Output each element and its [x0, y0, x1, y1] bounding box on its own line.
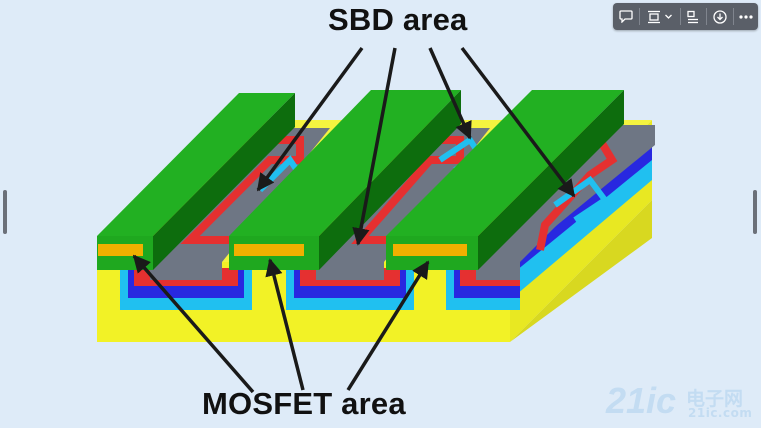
toolbar-separator — [733, 8, 735, 25]
image-toolbar — [613, 3, 758, 30]
more-button[interactable] — [734, 3, 758, 30]
site-watermark: 21ic 电子网 21ic.com — [606, 380, 756, 424]
toolbar-separator — [706, 8, 708, 25]
mosfet-arrows — [132, 254, 430, 394]
trench-front-2 — [286, 262, 414, 310]
layout-button[interactable] — [681, 3, 707, 30]
chevron-down-icon — [664, 14, 672, 19]
comment-button[interactable] — [613, 3, 639, 30]
left-resize-handle[interactable] — [3, 190, 7, 234]
sbd-arrows — [256, 46, 576, 246]
more-icon — [739, 14, 753, 19]
sbd-arrow-4 — [460, 46, 576, 198]
right-resize-handle[interactable] — [753, 190, 757, 234]
sbd-arrow-2 — [352, 47, 397, 246]
mosfet-arrow-2 — [265, 258, 305, 391]
watermark-web: 21ic.com — [688, 406, 753, 420]
frame-button[interactable] — [640, 3, 680, 30]
watermark-chinese: 电子网 — [686, 388, 744, 410]
mosfet-area-label: MOSFET area — [202, 386, 406, 421]
frame-icon — [647, 10, 660, 23]
toolbar-separator — [638, 8, 640, 25]
comment-icon — [619, 10, 633, 23]
mosfet-arrow-3 — [346, 260, 430, 391]
trench-front-3 — [446, 262, 520, 310]
layout-icon — [687, 10, 699, 23]
download-button[interactable] — [707, 3, 733, 30]
sbd-area-label: SBD area — [328, 2, 468, 37]
sbd-arrow-1 — [256, 46, 364, 192]
toolbar-separator — [679, 8, 681, 25]
gate-bar-3 — [386, 90, 624, 270]
download-icon — [713, 9, 727, 24]
sbd-arrow-3 — [428, 47, 472, 140]
gate-bar-2 — [229, 90, 461, 270]
mosfet-arrow-1 — [132, 254, 255, 394]
watermark-number: 21ic — [606, 380, 677, 421]
